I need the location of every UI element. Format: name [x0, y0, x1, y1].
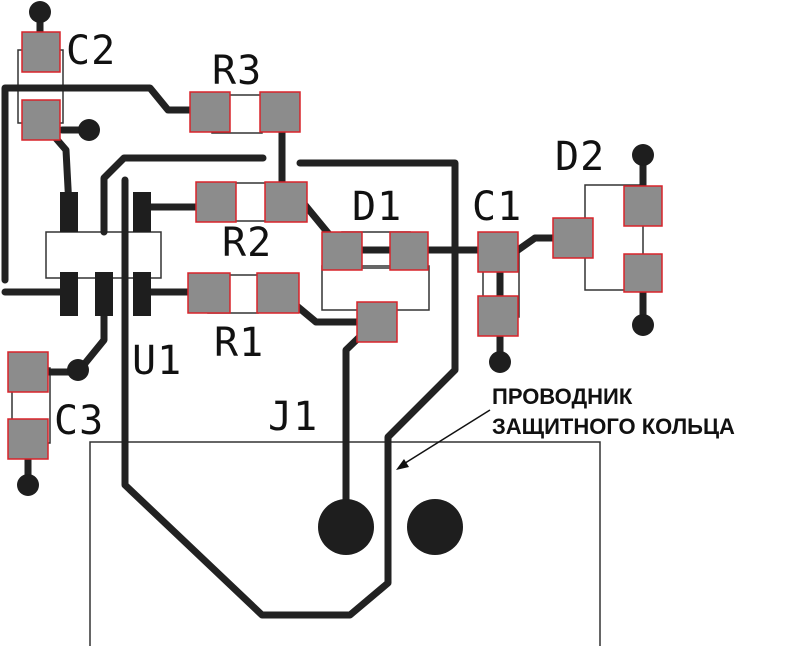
via: [632, 314, 654, 336]
label-r3: R3: [212, 48, 262, 94]
c1-pad: [477, 231, 519, 273]
label-d1: D1: [352, 184, 402, 230]
r2-pad: [264, 181, 308, 223]
r3-pad: [189, 91, 231, 133]
c2-pad: [21, 31, 61, 73]
note-line-2: ЗАЩИТНОГО КОЛЬЦА: [492, 414, 735, 439]
via: [632, 144, 654, 166]
label-r2: R2: [222, 220, 272, 266]
d2-pad: [552, 217, 594, 259]
label-r1: R1: [214, 320, 264, 366]
j1-pin: [318, 499, 374, 555]
c3-pad: [7, 418, 49, 460]
component-outlines: [11, 49, 644, 646]
u1-pin: [133, 192, 151, 232]
label-c2: C2: [66, 28, 116, 74]
vias: [17, 1, 654, 496]
via: [78, 119, 100, 141]
u1-pin: [60, 272, 78, 316]
u1-pin: [60, 192, 78, 232]
via: [489, 351, 511, 373]
trace-c1-d2: [514, 234, 564, 254]
d2-pad: [623, 253, 663, 293]
label-c1: C1: [472, 184, 522, 230]
label-d2: D2: [555, 134, 605, 180]
d1-pad: [321, 231, 363, 271]
u1-pin: [133, 272, 151, 316]
annotation-arrow: [396, 409, 491, 470]
guard-ring-trace: [121, 159, 459, 619]
via: [17, 474, 39, 496]
via: [67, 359, 89, 381]
trace-r3-feedback: [1, 84, 214, 284]
u1-pins: [60, 192, 151, 316]
label-c3: C3: [54, 398, 104, 444]
d1-pad: [356, 301, 398, 343]
label-j1: J1: [268, 394, 318, 440]
u1-pin: [95, 272, 113, 316]
r2-pad: [195, 181, 237, 223]
via: [29, 1, 51, 23]
d2-pad: [623, 185, 663, 227]
label-u1: U1: [132, 338, 182, 384]
guard-ring-note: ПРОВОДНИК ЗАЩИТНОГО КОЛЬЦА: [492, 384, 735, 439]
arrow-head: [396, 459, 409, 470]
r1-pad: [187, 272, 231, 314]
silkscreen-labels: C2 R3 D2 D1 C1 R2 R1 U1 C3 J1: [54, 28, 605, 444]
j1-pins: [318, 499, 463, 555]
trace-u1-top: [100, 154, 267, 236]
c3-pad: [7, 351, 49, 393]
r1-pad: [256, 272, 300, 314]
arrow-line: [401, 409, 491, 466]
j1-pin: [407, 499, 463, 555]
d1-pad: [389, 231, 429, 271]
c2-pad: [21, 99, 61, 141]
r3-pad: [259, 91, 301, 133]
note-line-1: ПРОВОДНИК: [492, 384, 633, 409]
pads: [7, 31, 663, 460]
trace-d1-j1: [342, 318, 379, 529]
u1-body-outline: [45, 231, 162, 279]
c1-pad: [477, 295, 519, 337]
